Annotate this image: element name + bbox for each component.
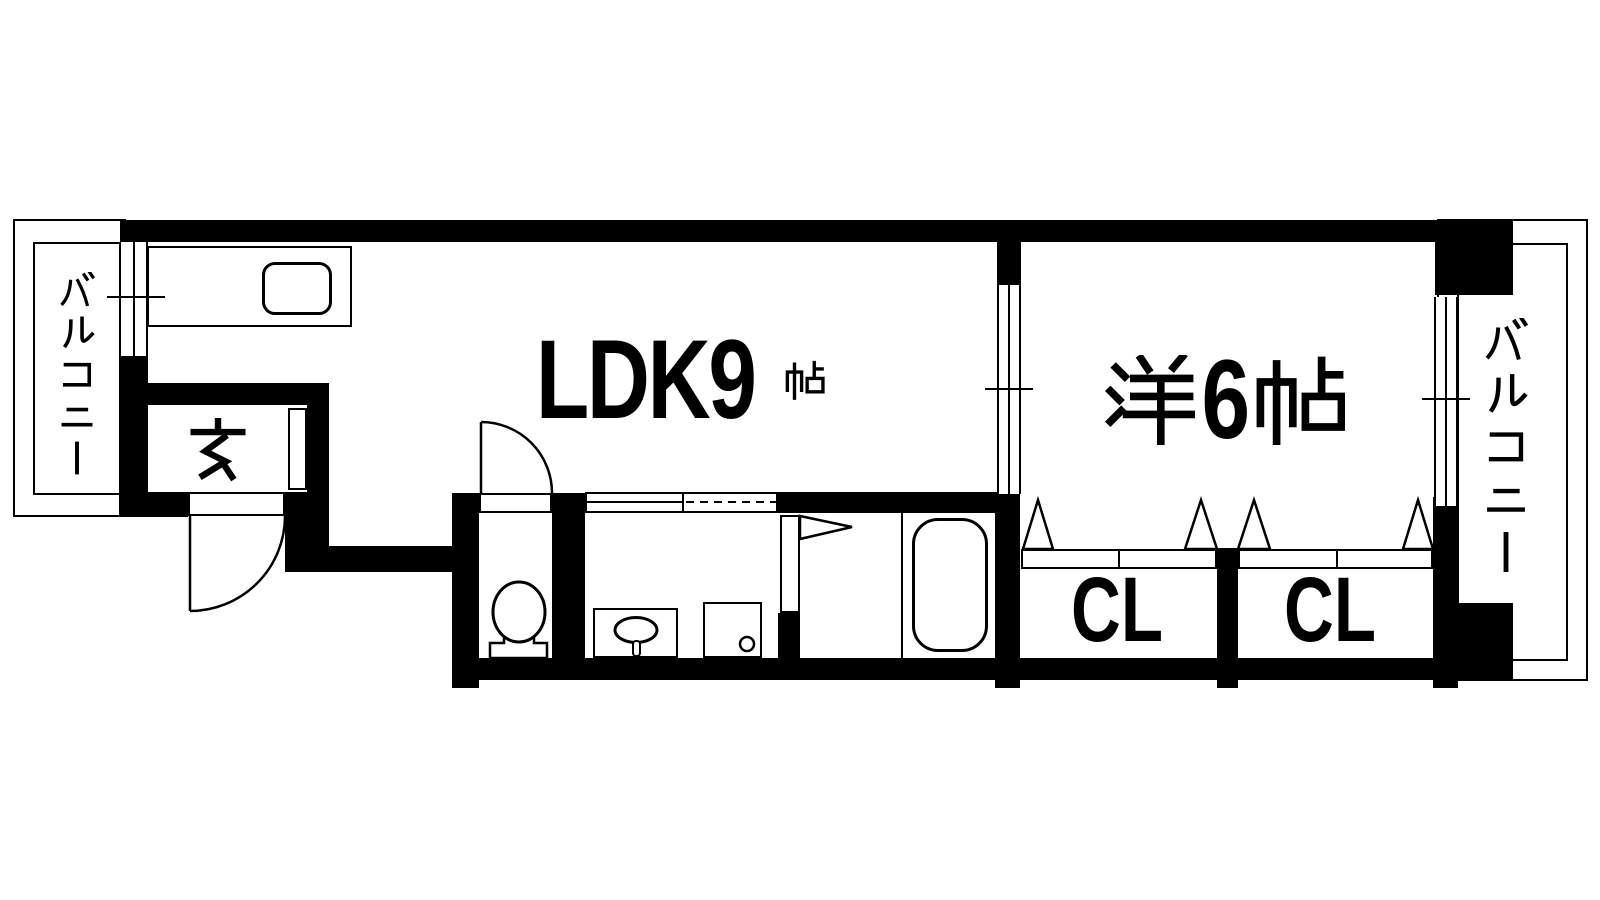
kanji-you-glyph: [1105, 355, 1195, 445]
wall-toilet-right: [552, 493, 585, 660]
wall-bottom: [452, 658, 1513, 680]
closet-door-triangles: [1021, 495, 1435, 551]
wall-toilet-left: [452, 493, 479, 688]
washroom-sliding-door-divider: [682, 492, 684, 513]
balcony-left-label: [58, 272, 96, 476]
ldk-room-label: LDK9: [505, 324, 825, 436]
washing-machine-icon: [703, 602, 762, 658]
kana-ni-glyph: [1484, 477, 1528, 521]
kana-ni-glyph: [61, 407, 93, 427]
genkan-room-label: [186, 418, 250, 482]
closet-right-doors-divider: [1336, 549, 1338, 569]
wall-bath-top: [778, 492, 1018, 513]
wall-pillar-topright: [1435, 220, 1513, 295]
shoe-cabinet: [288, 408, 307, 490]
bathroom-door-panel: [780, 515, 800, 613]
kana-ba-glyph: [60, 272, 95, 307]
bathroom-door-swing-icon: [798, 514, 853, 541]
window-left: [119, 242, 148, 356]
wall-top: [120, 220, 1437, 242]
closet-left-label: CL: [1065, 559, 1170, 661]
wall-closet-divider: [1217, 548, 1238, 688]
wall-western-left-pillar: [997, 242, 1021, 285]
toilet-door-threshold: [479, 493, 552, 513]
closet-right-label: CL: [1278, 559, 1383, 661]
kanji-jou-glyph: [1255, 355, 1345, 445]
kana-ko-glyph: [62, 362, 92, 387]
closet-left-doors-divider: [1118, 549, 1120, 569]
wall-bath-right: [995, 493, 1020, 688]
wall-genkan-top: [138, 383, 329, 405]
kitchen-sink-icon: [262, 262, 332, 315]
toilet-icon: [488, 580, 549, 660]
window-middle: [997, 285, 1021, 494]
kana-ru-glyph: [63, 316, 94, 348]
kana-cho-glyph: [1484, 530, 1528, 574]
wall-hallway-bottom: [285, 546, 457, 572]
western-room-label: 6: [1085, 344, 1365, 456]
washbasin-counter: [593, 608, 678, 658]
kana-cho-glyph: [75, 441, 79, 475]
window-right: [1434, 297, 1458, 506]
closet-right-label-text: CL: [1284, 558, 1376, 661]
bathroom-partition-line: [901, 513, 903, 660]
balcony-right-inner: [1457, 243, 1568, 661]
wall-bottomleft: [119, 492, 188, 517]
closet-left-label-text: CL: [1071, 558, 1163, 661]
entrance-door-arc: [188, 515, 287, 613]
wall-bathdoor-bottom: [778, 613, 800, 660]
bathtub-icon: [912, 518, 988, 652]
entrance-door-threshold: [188, 492, 285, 516]
ldk-label-latin: LDK9: [535, 317, 757, 442]
washroom-sliding-door-panel-line: [585, 501, 682, 503]
closet-right-doors: [1238, 549, 1433, 569]
western-label-num: 6: [1201, 337, 1251, 462]
kana-ko-glyph: [1484, 424, 1528, 468]
balcony-right-label: [1484, 318, 1528, 574]
wall-left-pillar: [119, 356, 148, 517]
kanji-jou-glyph: [786, 360, 825, 400]
kana-ru-glyph: [1484, 371, 1528, 415]
kana-ba-glyph: [1486, 318, 1528, 360]
